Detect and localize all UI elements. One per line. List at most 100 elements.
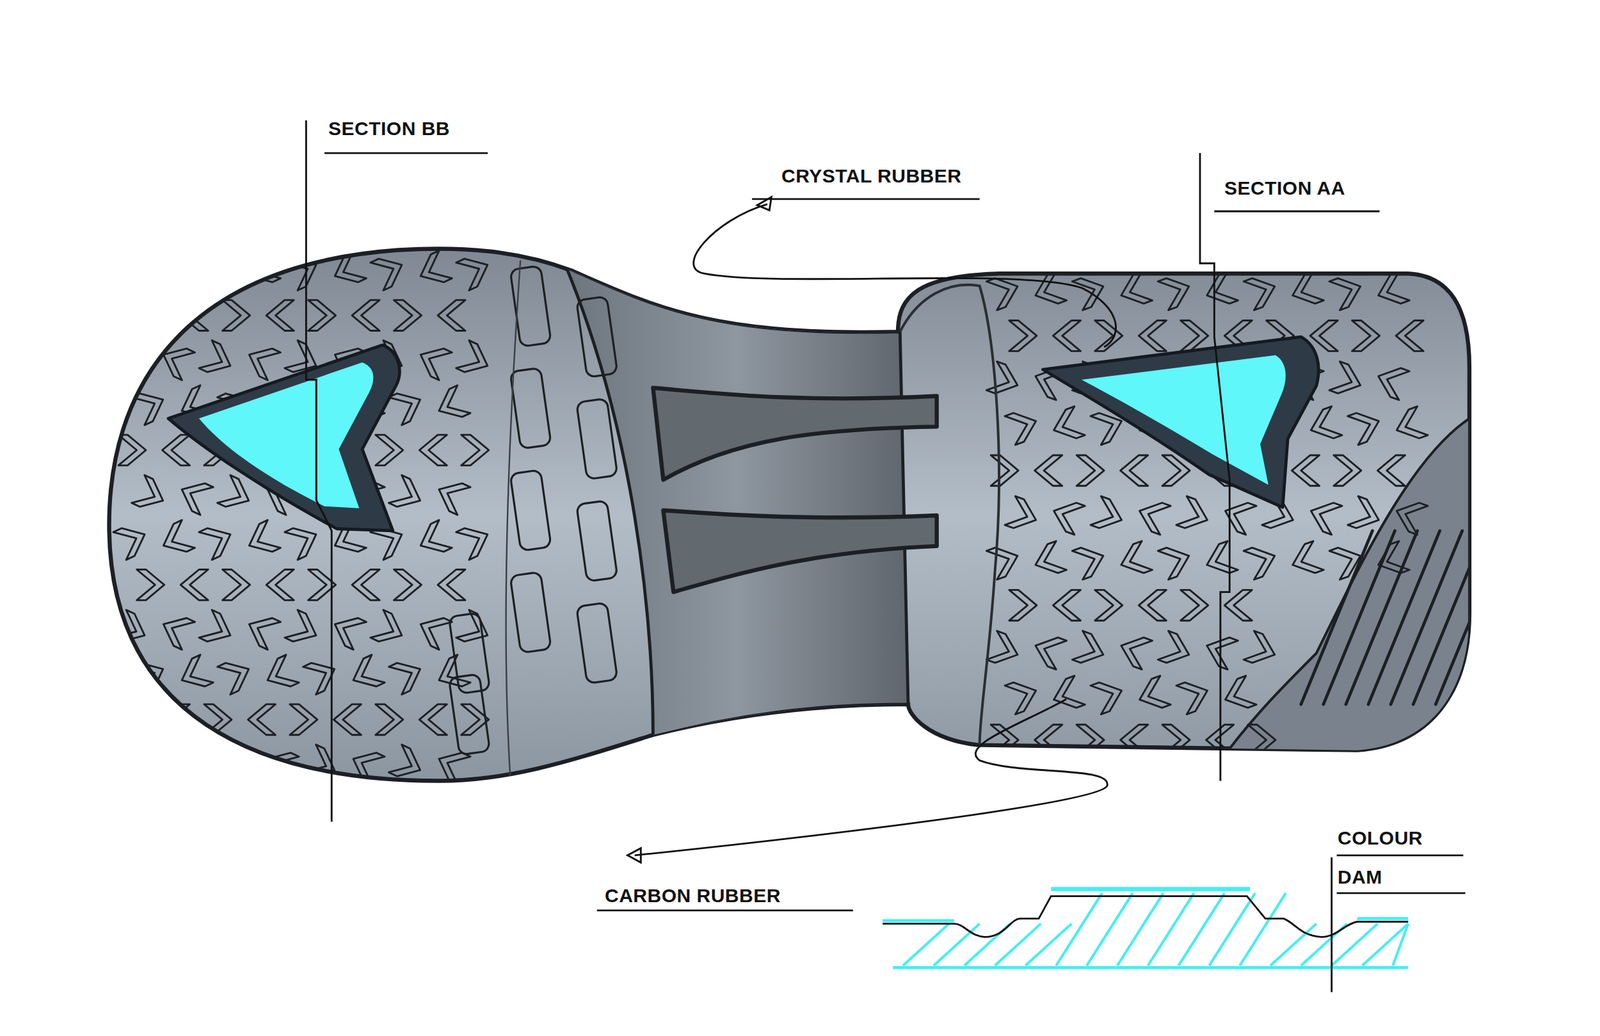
tread-chevron: [204, 704, 232, 735]
tread-lug: [448, 612, 490, 694]
tread-chevron: [289, 704, 318, 735]
tread-chevron: [432, 385, 471, 425]
tread-chevron: [432, 744, 471, 785]
part-label: CARBON RUBBER: [604, 885, 781, 905]
label-underline: [1336, 853, 1464, 856]
part-label: COLOUR: [1337, 828, 1423, 848]
tread-chevron: [1291, 455, 1320, 486]
tread-chevron: [1009, 589, 1037, 621]
section-line: [305, 120, 332, 822]
tread-chevron: [1310, 320, 1338, 352]
tread-chevron: [113, 340, 152, 381]
arrowhead: [757, 197, 772, 211]
tread-chevron: [1391, 496, 1428, 535]
tread-chevron: [217, 654, 256, 695]
tread-chevron: [1052, 589, 1081, 621]
tread-chevron: [393, 300, 422, 331]
tread-chevron: [1287, 271, 1325, 310]
window-frame: [168, 344, 400, 531]
tread-chevron: [247, 704, 276, 735]
tread-chevron: [1034, 724, 1063, 756]
tread-chevron: [1305, 406, 1343, 445]
tread-chevron: [990, 455, 1019, 486]
label-holder: CRYSTAL RUBBER: [781, 166, 962, 186]
tread-chevron: [131, 744, 170, 784]
tread-chevron: [1116, 540, 1153, 580]
tread-chevron: [1034, 455, 1063, 486]
tread-chevron: [1224, 589, 1252, 621]
section-line: [1200, 152, 1230, 781]
tread-chevron: [461, 434, 489, 466]
heel-stripe: [1323, 530, 1396, 704]
tread-chevron: [302, 654, 341, 695]
tread-chevron: [375, 434, 404, 466]
tread-chevron: [266, 569, 294, 601]
tread-chevron: [1072, 630, 1109, 669]
heel-stripe: [1368, 530, 1440, 704]
tread-chevron: [1219, 496, 1257, 535]
heel-stripe: [1413, 530, 1485, 704]
tread-chevron: [1009, 320, 1037, 352]
tread-chevron: [284, 520, 323, 560]
tread-chevron: [1352, 320, 1380, 352]
tread-chevron: [1030, 631, 1067, 670]
tread-chevron: [437, 569, 466, 601]
outsole-outline: [109, 248, 1470, 781]
hatch-line: [1056, 892, 1103, 966]
tread-chevron: [328, 250, 367, 290]
tread-chevron: [414, 340, 452, 381]
tread-lug: [448, 673, 490, 756]
tread-lug: [576, 296, 618, 378]
tread-chevron: [352, 300, 380, 331]
tread-chevron: [1048, 675, 1085, 714]
tread-chevron: [180, 569, 208, 601]
tread-chevron: [1395, 320, 1424, 352]
tread-chevron: [1243, 630, 1280, 669]
tread-chevron: [393, 569, 422, 601]
tread-chevron: [456, 520, 495, 560]
tread-chevron: [284, 609, 323, 649]
hatch-line: [1178, 892, 1225, 966]
tread-chevron: [118, 704, 146, 735]
tread-chevron: [1372, 271, 1410, 310]
tread-lug: [510, 571, 552, 653]
tread-chevron: [308, 300, 336, 331]
tread-chevron: [131, 474, 170, 515]
tread-chevron: [333, 704, 361, 735]
tread-chevron: [1157, 272, 1195, 311]
tread-chevron: [113, 520, 152, 560]
tread-chevron: [414, 250, 452, 290]
tread-chevron: [261, 744, 299, 785]
label-underline: [1336, 891, 1466, 894]
tread-chevron: [1347, 406, 1385, 445]
part-label: SECTION BB: [328, 119, 450, 139]
hatch-line: [1086, 892, 1133, 966]
midfoot-bar: [652, 387, 937, 480]
window-frame: [1042, 336, 1319, 507]
tread-chevron: [156, 519, 195, 560]
tread-chevron: [162, 434, 191, 466]
tread-chevron: [1090, 675, 1128, 715]
tread-chevron: [199, 520, 237, 560]
tread-chevron: [1243, 541, 1280, 580]
tread-chevron: [1201, 540, 1239, 580]
heel-stripe: [1435, 530, 1508, 704]
part-label: CRYSTAL RUBBER: [781, 166, 962, 186]
leader-line: [693, 204, 1117, 347]
tread-chevron: [199, 609, 237, 649]
part-label: DAM: [1337, 867, 1383, 887]
tread-chevron: [1120, 724, 1149, 756]
arrowhead: [627, 848, 642, 863]
midfoot-recess: [566, 267, 909, 737]
tread-chevron: [1162, 724, 1190, 756]
tread-chevron: [1030, 540, 1067, 580]
tread-chevron: [414, 519, 452, 560]
tread-chevron: [1095, 589, 1123, 621]
tread-chevron: [419, 434, 447, 466]
heel-stripe: [1301, 530, 1373, 704]
tread-chevron: [1377, 455, 1405, 486]
tread-chevron: [1372, 361, 1410, 400]
label-holder: DAM: [1337, 867, 1383, 887]
hatch-line: [1208, 892, 1256, 966]
tread-chevron: [113, 609, 152, 649]
